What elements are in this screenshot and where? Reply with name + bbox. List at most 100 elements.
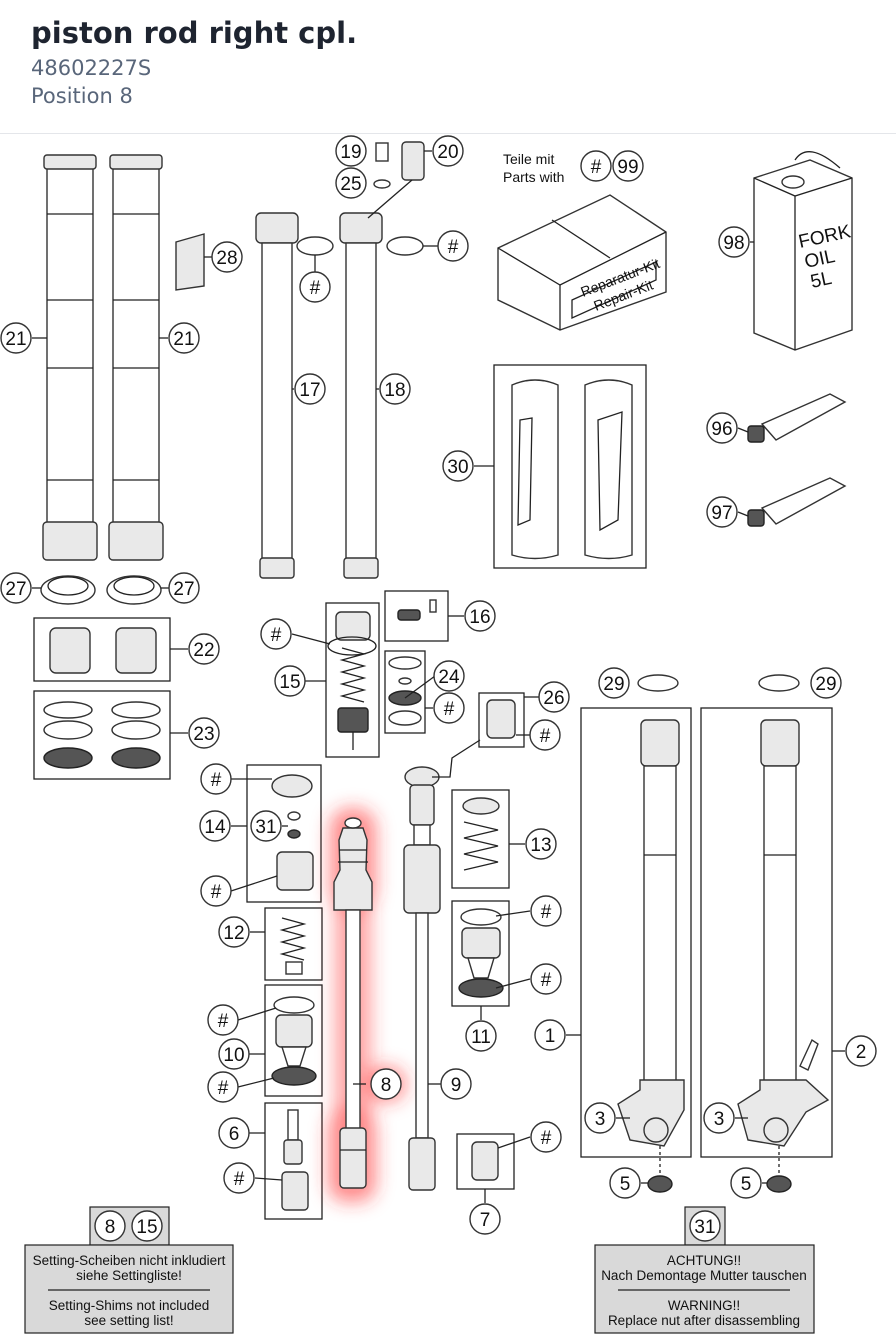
callout-hash-kit[interactable]: #	[580, 150, 612, 182]
callout-hash-14b[interactable]: #	[200, 875, 232, 907]
callout-hash-18[interactable]: #	[437, 230, 469, 262]
callout-30[interactable]: 30	[442, 450, 474, 482]
outer-tube-left[interactable]	[42, 154, 98, 561]
svg-text:27: 27	[5, 579, 26, 600]
damper-rod-9[interactable]	[403, 766, 441, 1191]
callouts: 21 21 28 27 27 22 23 19 25 20 # # 17 18 …	[0, 135, 877, 1235]
callout-5-left[interactable]: 5	[609, 1167, 641, 1199]
sticker-28[interactable]	[175, 233, 205, 291]
callout-8[interactable]: 8	[370, 1068, 402, 1100]
callout-15[interactable]: 15	[274, 665, 306, 697]
svg-text:#: #	[448, 237, 459, 258]
svg-text:5: 5	[620, 1174, 631, 1195]
callout-96[interactable]: 96	[706, 412, 738, 444]
callout-27-right[interactable]: 27	[168, 572, 200, 604]
note-right-line3: WARNING!!	[668, 1298, 740, 1313]
callout-9[interactable]: 9	[440, 1068, 472, 1100]
callout-18[interactable]: 18	[379, 373, 411, 405]
svg-text:#: #	[218, 1078, 229, 1099]
callout-99[interactable]: 99	[612, 150, 644, 182]
callout-11[interactable]: 11	[465, 1020, 497, 1052]
svg-text:#: #	[218, 1011, 229, 1032]
repair-kit-box[interactable]: Reparatur-Kit Repair-Kit	[497, 194, 667, 331]
ring-29-right[interactable]	[758, 674, 800, 692]
callout-hash-24[interactable]: #	[433, 692, 465, 724]
ring-29-left[interactable]	[637, 674, 679, 692]
callout-5-right[interactable]: 5	[730, 1167, 762, 1199]
callout-98[interactable]: 98	[718, 226, 750, 258]
callout-hash-15[interactable]: #	[260, 618, 292, 650]
outer-tube-right[interactable]	[108, 154, 164, 561]
group-box-13	[451, 789, 510, 889]
svg-text:#: #	[591, 157, 602, 178]
callout-19[interactable]: 19	[335, 135, 367, 167]
callout-16[interactable]: 16	[464, 600, 496, 632]
callout-3-right[interactable]: 3	[703, 1102, 735, 1134]
callout-21-right[interactable]: 21	[168, 322, 200, 354]
callout-26[interactable]: 26	[538, 681, 570, 713]
callout-97[interactable]: 97	[706, 496, 738, 528]
callout-hash-26[interactable]: #	[529, 719, 561, 751]
callout-hash-14a[interactable]: #	[200, 763, 232, 795]
callout-21-left[interactable]: 21	[0, 322, 32, 354]
callout-29-left[interactable]: 29	[598, 667, 630, 699]
nut-5-left[interactable]	[647, 1175, 673, 1193]
o-ring-17[interactable]	[296, 236, 334, 256]
callout-14[interactable]: 14	[199, 810, 231, 842]
seal-ring-left[interactable]	[40, 575, 96, 605]
callout-7[interactable]: 7	[469, 1203, 501, 1235]
callout-23[interactable]: 23	[188, 717, 220, 749]
callout-25[interactable]: 25	[335, 167, 367, 199]
o-ring-18[interactable]	[386, 236, 424, 256]
callout-hash-17[interactable]: #	[299, 271, 331, 303]
callout-10[interactable]: 10	[218, 1038, 250, 1070]
note-left-callout-8: 8	[105, 1217, 116, 1238]
svg-text:#: #	[211, 770, 222, 791]
svg-text:99: 99	[617, 157, 638, 178]
callout-17[interactable]: 17	[294, 373, 326, 405]
svg-text:#: #	[271, 625, 282, 646]
callout-hash-11a[interactable]: #	[530, 895, 562, 927]
grease-tube-97[interactable]	[747, 477, 847, 527]
fork-leg-2[interactable]	[737, 719, 830, 1147]
piston-rod-8[interactable]	[333, 817, 373, 1189]
svg-text:#: #	[444, 699, 455, 720]
svg-text:9: 9	[451, 1075, 462, 1096]
fork-leg-1[interactable]	[617, 719, 685, 1147]
callout-29-right[interactable]: 29	[810, 667, 842, 699]
svg-text:6: 6	[229, 1124, 240, 1145]
nut-5-right[interactable]	[766, 1175, 792, 1193]
callout-hash-7[interactable]: #	[530, 1121, 562, 1153]
note-left-line1: Setting-Scheiben nicht inkludiert	[33, 1253, 226, 1268]
svg-text:#: #	[541, 970, 552, 991]
washer-25[interactable]	[373, 179, 391, 189]
seal-ring-right[interactable]	[106, 575, 162, 605]
svg-text:31: 31	[255, 817, 276, 838]
sleeve-right[interactable]	[584, 379, 633, 560]
svg-text:26: 26	[543, 688, 564, 709]
callout-hash-6[interactable]: #	[223, 1162, 255, 1194]
callout-2[interactable]: 2	[845, 1035, 877, 1067]
callout-27-left[interactable]: 27	[0, 572, 32, 604]
callout-31[interactable]: 31	[250, 810, 282, 842]
callout-1[interactable]: 1	[534, 1019, 566, 1051]
inner-tube-17[interactable]	[255, 212, 299, 579]
fork-oil-can[interactable]: FORK OIL 5L	[753, 151, 853, 351]
grease-tube-96[interactable]	[747, 393, 847, 443]
callout-3-left[interactable]: 3	[584, 1102, 616, 1134]
callout-28[interactable]: 28	[211, 241, 243, 273]
callout-22[interactable]: 22	[188, 633, 220, 665]
callout-13[interactable]: 13	[525, 828, 557, 860]
callout-hash-11b[interactable]: #	[530, 963, 562, 995]
svg-text:14: 14	[204, 817, 226, 838]
callout-6[interactable]: 6	[218, 1117, 250, 1149]
screw-19[interactable]	[375, 142, 389, 162]
callout-24[interactable]: 24	[433, 660, 465, 692]
sleeve-left[interactable]	[511, 379, 559, 560]
callout-20[interactable]: 20	[432, 135, 464, 167]
callout-hash-10b[interactable]: #	[207, 1071, 239, 1103]
callout-12[interactable]: 12	[218, 916, 250, 948]
plug-20[interactable]	[401, 141, 425, 181]
inner-tube-18[interactable]	[339, 212, 383, 579]
callout-hash-10a[interactable]: #	[207, 1004, 239, 1036]
